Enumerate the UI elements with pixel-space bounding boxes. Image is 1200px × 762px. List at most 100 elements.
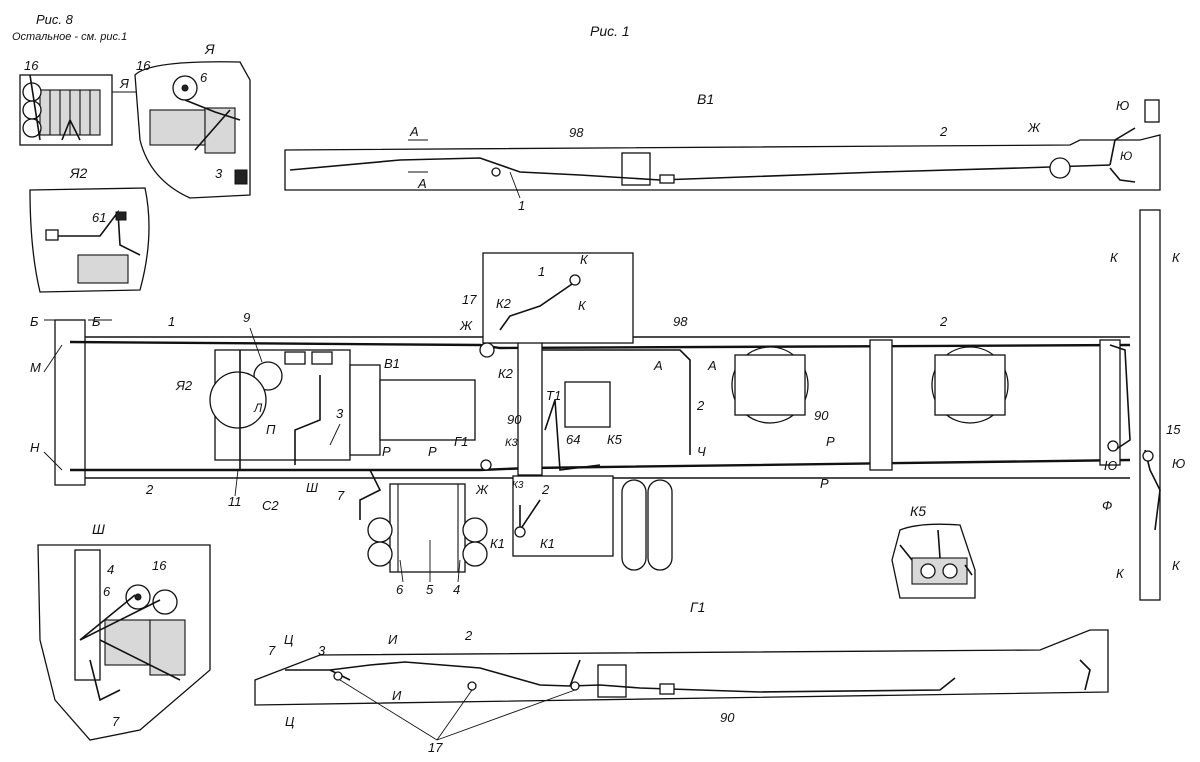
mark-zh-v1: Ж (1027, 120, 1041, 135)
callout-7-sh: 7 (112, 714, 120, 729)
mark-r-left: Р (382, 444, 391, 459)
view-g1-label: Г1 (690, 599, 705, 615)
callout-64-main: 98 (673, 314, 688, 329)
callout-2-lower: 2 (541, 482, 550, 497)
mark-sh-main: Ш (306, 480, 318, 495)
mark-f: Ф (1102, 498, 1112, 513)
view-ya2-label: Я2 (69, 165, 88, 181)
callout-4-sh: 4 (107, 562, 114, 577)
view-ya2: Я2 61 (29, 165, 150, 293)
mark-g1-main: Г1 (454, 434, 468, 449)
mark-r-top: Р (826, 434, 835, 449)
fig8-note: Остальное - см. рис.1 (12, 31, 127, 43)
mark-k-rt-right: К (1172, 250, 1181, 265)
mark-m: М (30, 360, 41, 375)
mark-zh-lower: Ж (475, 482, 489, 497)
view-g1: Г1 7 3 2 90 17 Ц Ц И И (254, 599, 1109, 755)
callout-3-g1: 3 (318, 643, 326, 658)
callout-64-v1: 98 (569, 125, 584, 140)
main-plan-view: 1 9 3 2 11 7 6 5 4 17 1 98 2 2 90 64 90 … (30, 209, 1185, 601)
mark-ts-bot: Ц (285, 714, 295, 729)
mark-k5-main: К5 (607, 432, 623, 447)
callout-2-mid: 2 (696, 398, 705, 413)
view-v1: В1 98 1 2 Ж Ю Ю А А (284, 91, 1161, 213)
mark-a-right-main: А (707, 358, 717, 373)
callout-16-fig8: 16 (24, 58, 39, 73)
mark-r-right: Р (428, 444, 437, 459)
callout-90: 64 (566, 432, 580, 447)
mark-a-bot-v1: А (417, 176, 427, 191)
callout-2-v1: 2 (939, 124, 948, 139)
callout-61: 61 (92, 210, 106, 225)
mark-i-bot: И (392, 688, 402, 703)
mark-k-rt-left: К (1110, 250, 1119, 265)
callout-6-ya: 6 (200, 70, 208, 85)
mark-n: Н (30, 440, 40, 455)
view-v1-label: В1 (697, 91, 714, 107)
mark-p: П (266, 422, 276, 437)
mark-yu2-v1: Ю (1120, 149, 1132, 163)
mark-yu-v1: Ю (1116, 98, 1129, 113)
mark-zh-main: Ж (459, 318, 473, 333)
view-k5: К5 (891, 503, 976, 599)
mark-ch: Ч (697, 444, 706, 459)
view-ya: Я 16 6 3 (134, 41, 251, 199)
callout-2-main: 2 (145, 482, 154, 497)
mark-k3-a: К3 (505, 437, 518, 449)
view-k5-label: К5 (910, 503, 926, 519)
callout-4-main: 4 (453, 582, 460, 597)
callout-16-sh: 16 (152, 558, 167, 573)
callout-2-g1: 2 (464, 628, 473, 643)
callout-17-main: 17 (462, 292, 477, 307)
mark-ts-top: Ц (284, 632, 294, 647)
callout-6-main: 6 (396, 582, 404, 597)
mark-a-top-v1: А (409, 124, 419, 139)
callout-3-ya: 3 (215, 166, 223, 181)
callout-1-top-box: 1 (538, 264, 545, 279)
callout-7-main: 7 (337, 488, 345, 503)
callout-3-main: 3 (336, 406, 344, 421)
view-ya-label: Я (204, 41, 215, 57)
mark-k3-b: К3 (512, 480, 524, 491)
mark-k-rb-left: К (1116, 566, 1125, 581)
mark-s2: С2 (262, 498, 279, 513)
mark-v1-main: В1 (384, 356, 400, 371)
callout-2-top-main: 2 (939, 314, 948, 329)
callout-16-ya: 16 (136, 58, 151, 73)
view-sh: Ш 16 4 6 7 (37, 521, 211, 741)
mark-b-left: Б (30, 314, 39, 329)
callout-11: 11 (228, 494, 242, 509)
callout-98-b: 90 (814, 408, 829, 423)
mark-a-left-main: А (653, 358, 663, 373)
mark-i-top: И (388, 632, 398, 647)
mark-k1-right: К1 (540, 536, 555, 551)
mark-k1-left: К1 (490, 536, 505, 551)
callout-7-g1: 7 (268, 643, 276, 658)
mark-k-top-box: К (580, 252, 589, 267)
mark-k2-top: К2 (496, 296, 512, 311)
mark-ya2-main: Я2 (175, 378, 193, 393)
mark-k2-bot: К2 (498, 366, 514, 381)
callout-1-main: 1 (168, 314, 175, 329)
callout-17-g1: 17 (428, 740, 443, 755)
callout-9: 9 (243, 310, 250, 325)
callout-5-main: 5 (426, 582, 434, 597)
mark-yu-right-main: Ю (1172, 456, 1185, 471)
fig8-detail-view: 16 Я (19, 58, 140, 146)
mark-yu-left-main: Ю (1104, 458, 1117, 473)
mark-ya-fig8: Я (119, 76, 129, 91)
mark-l: Л (253, 401, 263, 415)
view-sh-label: Ш (92, 521, 105, 537)
mark-b-right: Б (92, 314, 101, 329)
callout-15: 15 (1166, 422, 1181, 437)
callout-6-sh: 6 (103, 584, 111, 599)
mark-k-bot-box: К (578, 298, 587, 313)
callout-98-g1: 90 (720, 710, 735, 725)
fig8-title: Рис. 8 (36, 12, 74, 27)
callout-1-v1: 1 (518, 198, 525, 213)
mark-t1: Т1 (546, 388, 561, 403)
callout-98-a: 90 (507, 412, 522, 427)
mark-r-bot: Р (820, 476, 829, 491)
